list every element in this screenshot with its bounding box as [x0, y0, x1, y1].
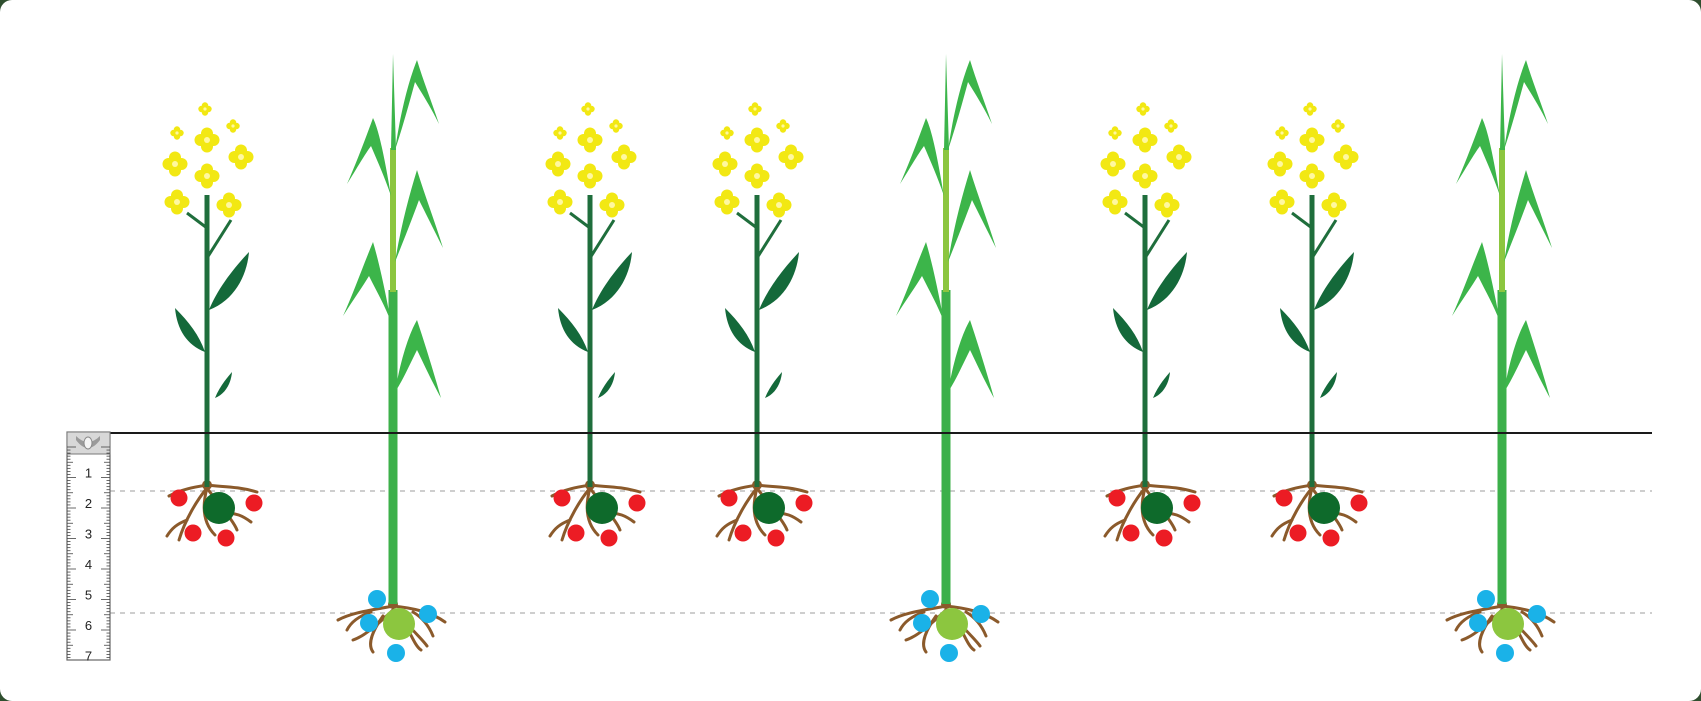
ruler-label-2: 2 — [85, 496, 92, 511]
canola-nodule — [753, 492, 785, 524]
canola-plant-icon — [162, 102, 263, 547]
ruler-label-3: 3 — [85, 527, 92, 542]
canola-nodule — [1308, 492, 1340, 524]
ruler-label-7: 7 — [85, 649, 92, 664]
maize-plant-icon — [1445, 54, 1556, 662]
maize-leaves — [1452, 60, 1552, 398]
maize-nodule — [383, 608, 415, 640]
ruler-label-1: 1 — [85, 466, 92, 481]
canola-plant-icon — [1100, 102, 1201, 547]
canola-nodule — [1141, 492, 1173, 524]
maize-nodule — [1492, 608, 1524, 640]
canola-plant-icon — [545, 102, 646, 547]
ruler-icon: 1 2 3 4 5 6 7 — [66, 431, 111, 664]
canola-plant-icon — [712, 102, 813, 547]
maize-leaves — [896, 60, 996, 398]
canola-plant-icon — [1267, 102, 1368, 547]
ruler-label-4: 4 — [85, 557, 92, 572]
canola-nodule — [586, 492, 618, 524]
maize-plant-icon — [336, 54, 447, 662]
ruler-label-6: 6 — [85, 618, 92, 633]
maize-plant-icon — [889, 54, 1000, 662]
maize-nodule — [936, 608, 968, 640]
plants-layer — [162, 54, 1556, 662]
maize-leaves — [343, 60, 443, 398]
canola-nodule — [203, 492, 235, 524]
ruler-label-5: 5 — [85, 588, 92, 603]
